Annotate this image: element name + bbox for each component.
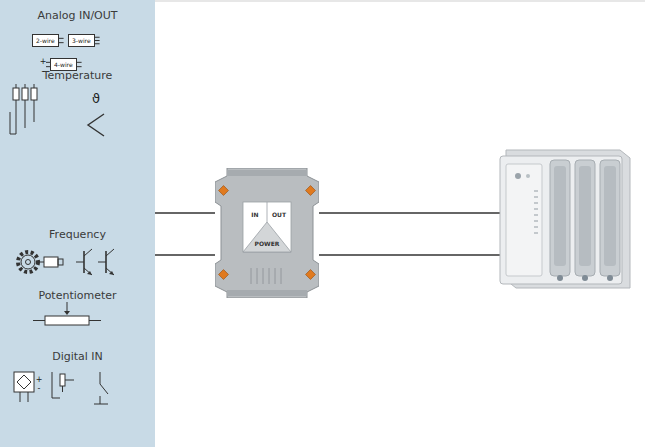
plc-illustration xyxy=(500,150,630,288)
device-label: IN xyxy=(251,211,258,218)
wiring-box: 2-wire xyxy=(32,34,59,47)
sensor-symbols xyxy=(0,0,155,447)
category-heading: Frequency xyxy=(0,228,155,241)
device-label: OUT xyxy=(272,211,286,218)
terminal-stub xyxy=(59,38,64,39)
polarity-mark: + xyxy=(36,375,43,384)
signal-wire xyxy=(155,254,215,255)
temperature-symbol: ϑ xyxy=(92,92,100,106)
polarity-mark: + xyxy=(40,57,47,66)
terminal-stub xyxy=(95,37,100,38)
device-label: POWER xyxy=(255,240,280,247)
category-heading: Digital IN xyxy=(0,350,155,363)
wiring-label: 2-wire xyxy=(36,37,55,44)
wiring-box: 4-wire xyxy=(50,58,77,71)
signal-conditioner-housing xyxy=(215,168,319,298)
signal-wire xyxy=(319,212,500,213)
top-rule xyxy=(155,1,645,2)
polarity-mark: - xyxy=(38,384,41,393)
terminal-stub xyxy=(59,42,64,43)
signal-conditioner: IN OUT POWER xyxy=(215,168,319,298)
wiring-box: 3-wire xyxy=(68,34,95,47)
wiring-label: 4-wire xyxy=(54,61,73,68)
wiring-label: 3-wire xyxy=(72,37,91,44)
polarity-mark: - xyxy=(42,67,45,76)
category-heading: Analog IN/OUT xyxy=(0,9,155,22)
terminal-stub xyxy=(95,43,100,44)
input-panel: Analog IN/OUT TemperatureFrequencyPotenti… xyxy=(0,0,155,447)
category-heading: Potentiometer xyxy=(0,289,155,302)
signal-wire xyxy=(155,212,215,213)
terminal-stub xyxy=(77,66,82,67)
signal-wire xyxy=(319,254,500,255)
terminal-stub xyxy=(95,40,100,41)
category-heading: Temperature xyxy=(0,69,155,82)
terminal-stub xyxy=(77,62,82,63)
